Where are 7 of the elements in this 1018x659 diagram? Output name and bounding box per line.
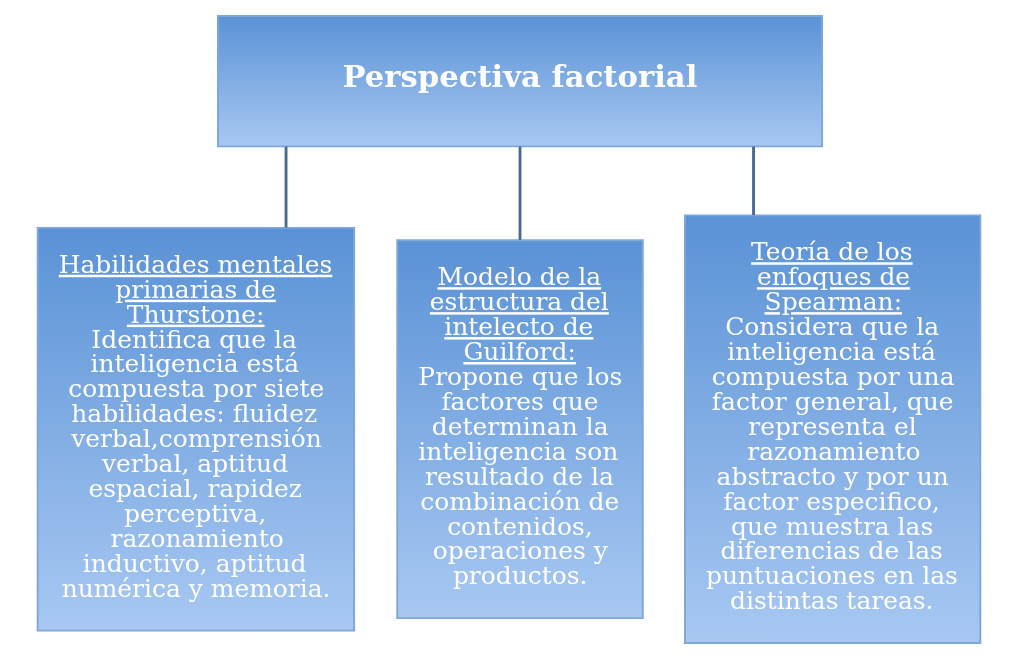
node-box: Teoría de los enfoques de Spearman: Considera que la inteligencia está compuesta por una factor general, que representa el razonamiento abstracto y por un factor especifico, que muestra las diferencias de las puntuaciones en las distintas tareas. — [684, 214, 982, 645]
connector — [752, 146, 755, 216]
node-box: Habilidades mentales primarias de Thurstone: Identifica que la inteligencia está compuesta por siete habilidades: fluidez verbal,comprensión verbal, aptitud espacial, rapidez perceptiva, razonamiento inductivo, aptitud numérica y memoria. — [36, 226, 356, 632]
connector — [518, 146, 522, 240]
node-box: Perspectiva factorial — [217, 14, 824, 148]
node-box: Modelo de la estructura del intelecto de Guilford: Propone que los factores que determinan la inteligencia son resultado de la combinación de contenidos, operaciones y productos. — [396, 239, 644, 620]
connector — [284, 146, 288, 228]
